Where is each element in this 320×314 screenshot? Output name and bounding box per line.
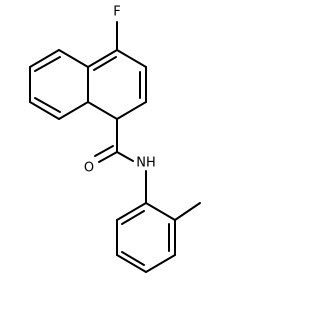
fluorine-label: F — [113, 5, 120, 20]
bond — [94, 145, 114, 157]
bond — [116, 151, 134, 162]
bond — [58, 49, 89, 68]
methyl-bond — [174, 202, 201, 221]
amide-nh-label: NH — [136, 156, 156, 171]
oxygen-label: O — [84, 161, 94, 176]
bond — [93, 56, 117, 71]
bond — [145, 254, 176, 273]
bond — [116, 202, 147, 221]
bond — [121, 251, 145, 266]
bond — [145, 202, 176, 221]
amide-group — [94, 118, 147, 204]
bond — [29, 101, 60, 120]
bond — [87, 101, 118, 120]
bond — [29, 49, 60, 68]
naphthalene-ring-system — [29, 49, 147, 120]
bond — [121, 210, 145, 225]
bond — [116, 101, 147, 120]
bond — [34, 97, 61, 113]
bond — [34, 56, 61, 72]
tolyl-ring — [116, 202, 176, 273]
bond — [58, 101, 89, 120]
bond — [98, 151, 118, 163]
chemical-structure-diagram: F O NH — [29, 5, 201, 273]
bond — [116, 254, 147, 273]
bond — [116, 49, 147, 68]
bond — [87, 49, 118, 68]
